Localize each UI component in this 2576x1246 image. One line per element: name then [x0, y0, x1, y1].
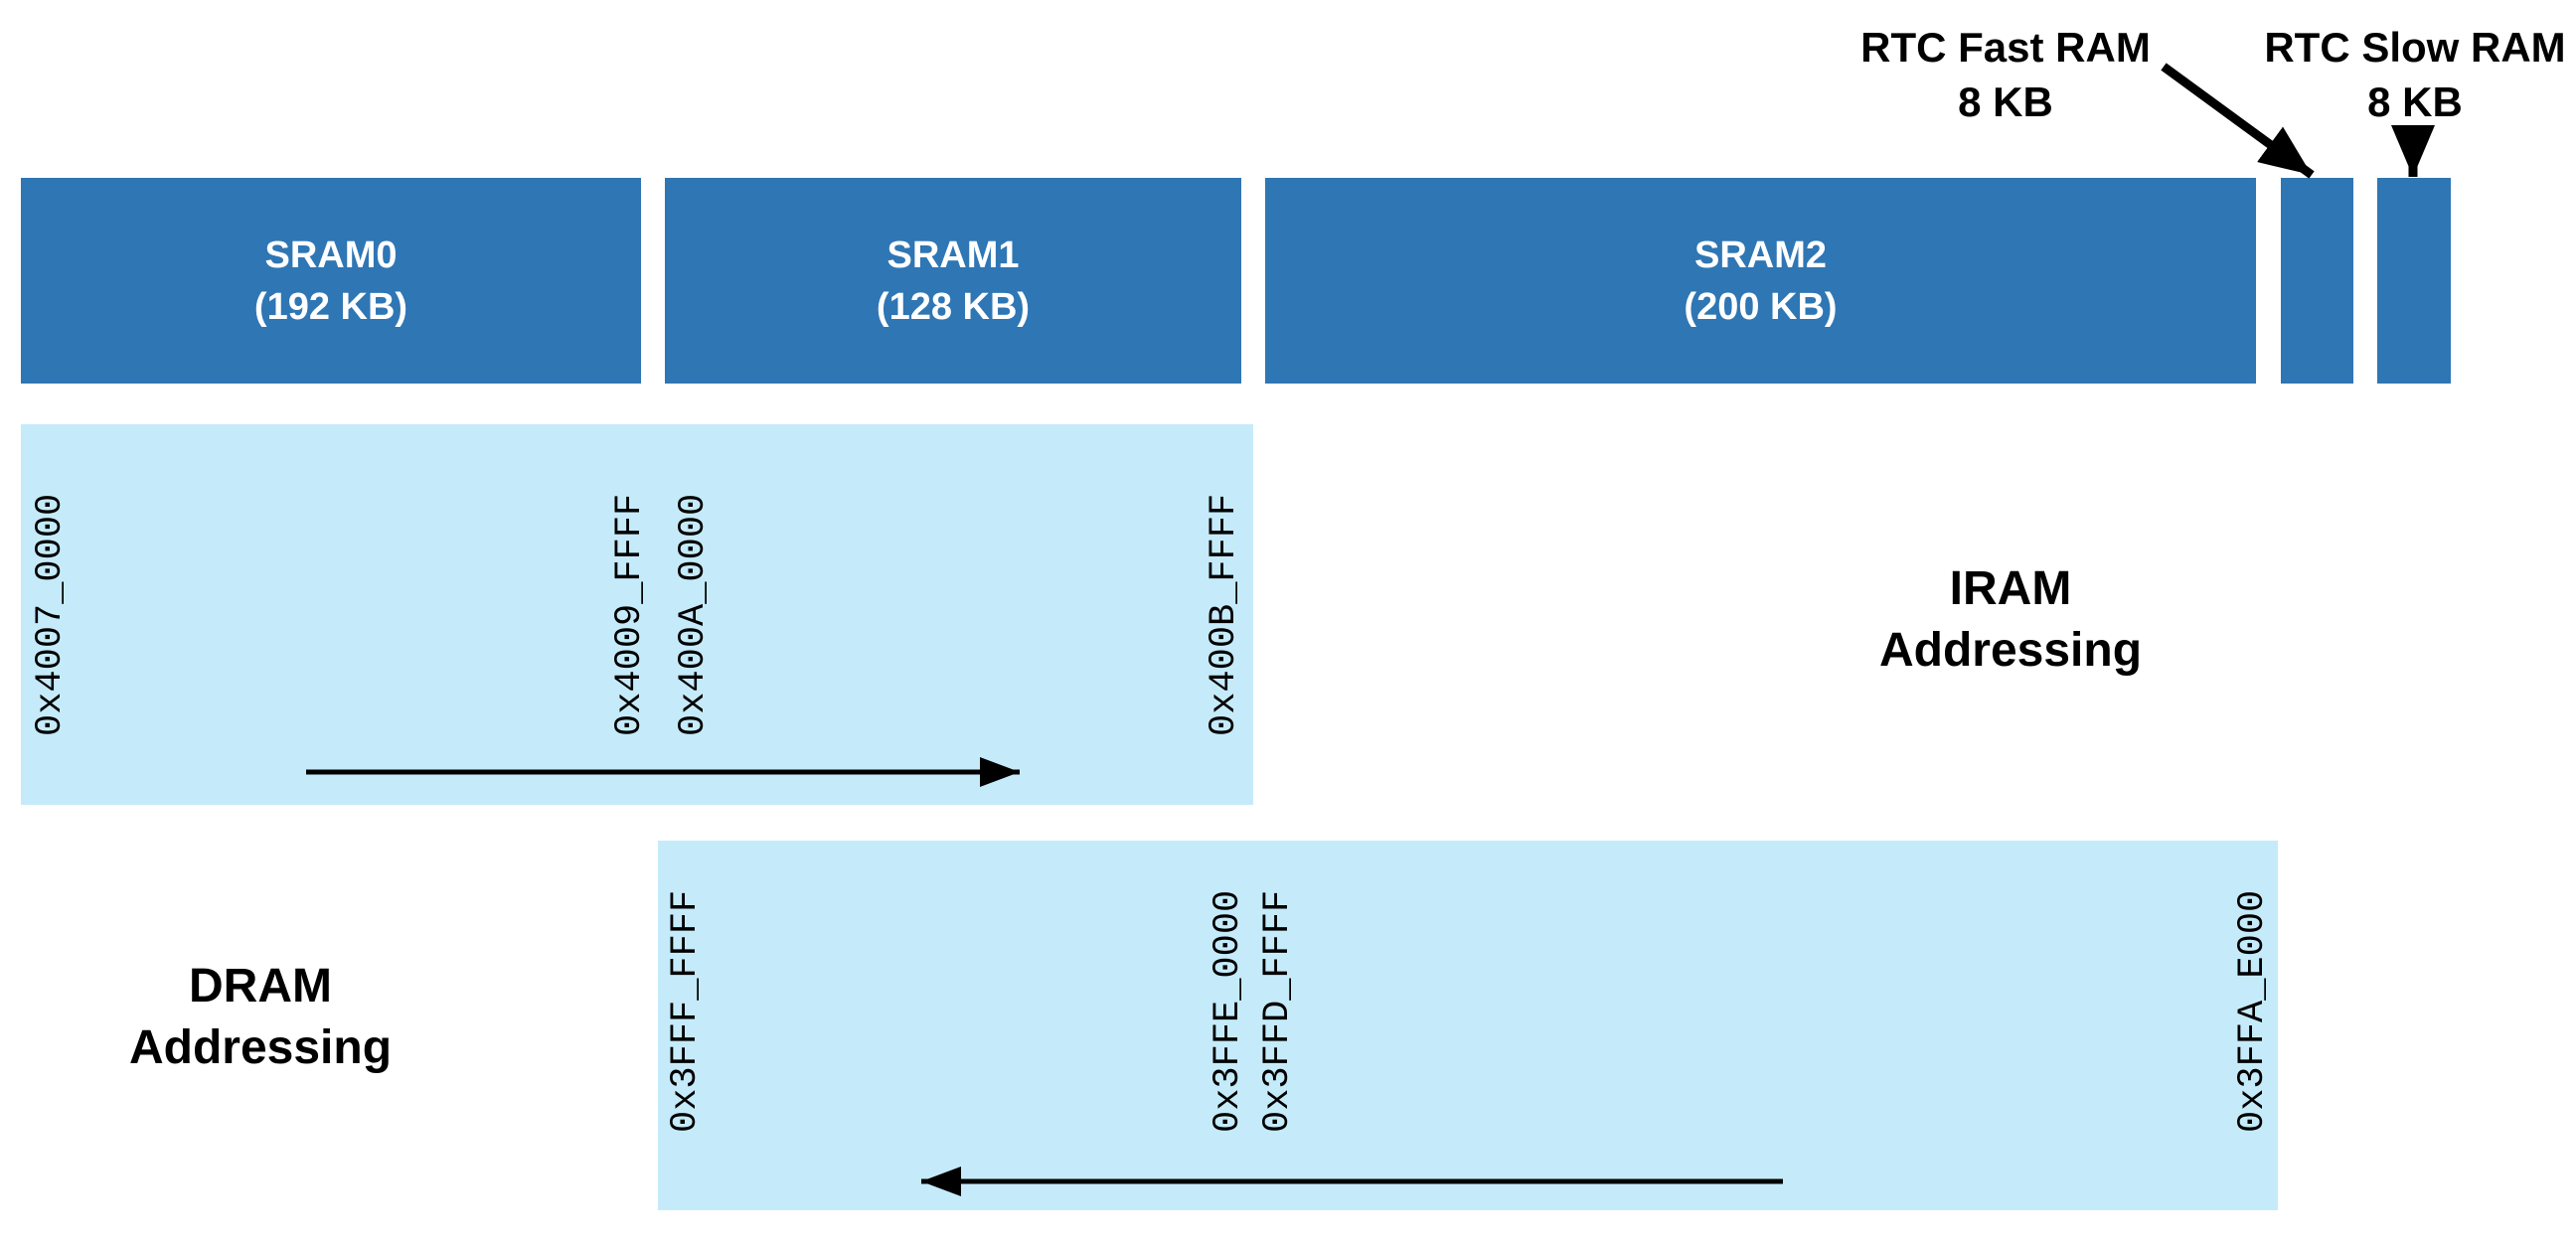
dram-address-2: 0x3FFE_0000 — [1208, 889, 1249, 1133]
dram-addressing-label-line1: DRAM — [189, 960, 332, 1012]
dram-address-4: 0x3FFA_E000 — [2232, 889, 2274, 1133]
sram2-size: (200 KB) — [1684, 285, 1838, 328]
rtc-fast-ram-label: RTC Fast RAM 8 KB — [1757, 20, 2254, 129]
sram0-name: SRAM0 — [264, 234, 398, 276]
sram0-size: (192 KB) — [253, 285, 408, 328]
rtc-slow-ram-label-line2: 8 KB — [2367, 78, 2463, 125]
dram-address-3: 0x3FFD_FFFF — [1257, 889, 1299, 1133]
iram-address-1: 0x4007_0000 — [30, 493, 72, 736]
rtc-fast-ram-block — [2281, 178, 2353, 384]
sram2-name: SRAM2 — [1693, 234, 1828, 276]
sram1-size: (128 KB) — [876, 285, 1031, 328]
rtc-slow-ram-block — [2377, 178, 2451, 384]
iram-addressing-label-line2: Addressing — [1878, 624, 2143, 677]
dram-addressing-label: DRAM Addressing — [12, 956, 509, 1079]
sram2-block: SRAM2 (200 KB) — [1265, 178, 2256, 384]
iram-address-2: 0x4009_FFFF — [609, 493, 651, 736]
dram-addressing-label-line2: Addressing — [128, 1021, 393, 1074]
iram-address-4: 0x400B_FFFF — [1204, 493, 1245, 736]
iram-addressing-label: IRAM Addressing — [1762, 558, 2259, 682]
iram-addressing-region — [21, 424, 1253, 805]
dram-addressing-region — [658, 841, 2278, 1210]
rtc-fast-ram-label-line2: 8 KB — [1958, 78, 2053, 125]
iram-addressing-label-line1: IRAM — [1949, 562, 2072, 615]
rtc-fast-ram-label-line1: RTC Fast RAM — [1860, 24, 2151, 71]
rtc-slow-ram-label: RTC Slow RAM 8 KB — [2167, 20, 2576, 129]
dram-address-1: 0x3FFF_FFFF — [665, 889, 707, 1133]
sram1-name: SRAM1 — [886, 234, 1020, 276]
rtc-slow-ram-label-line1: RTC Slow RAM — [2264, 24, 2566, 71]
sram1-block: SRAM1 (128 KB) — [665, 178, 1241, 384]
sram0-block: SRAM0 (192 KB) — [21, 178, 641, 384]
iram-address-3: 0x400A_0000 — [673, 493, 715, 736]
